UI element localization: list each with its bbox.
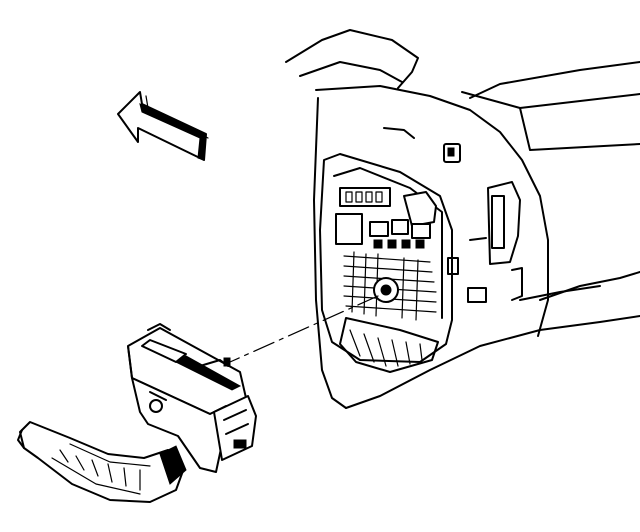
dashboard-housing (285, 29, 640, 409)
fuse-panel (319, 153, 453, 373)
direction-arrow (117, 91, 209, 161)
alignment-line (229, 295, 379, 363)
wiring-harness-connector (127, 323, 257, 473)
wire-bundle (17, 421, 187, 503)
